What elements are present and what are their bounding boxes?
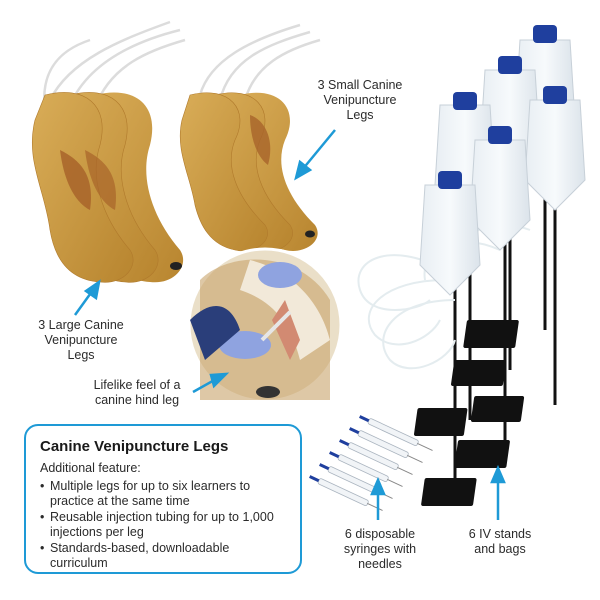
label-syringes-line2: syringes with [343,542,417,556]
label-large-legs-line3: Legs [67,348,95,362]
label-small-legs-line1: 3 Small Canine [317,78,403,92]
label-large-legs-line1: 3 Large Canine [38,318,124,332]
label-syringes-line1: 6 disposable [344,527,416,541]
label-lifelike-line2: canine hind leg [94,393,180,407]
syringes-image [309,415,433,511]
label-stands-line1: 6 IV stands [468,527,532,541]
arrow-lifelike-icon [192,372,230,394]
label-small-legs-line2: Venipuncture [323,93,397,107]
feature-item-1-line2: practice at the same time [50,494,190,508]
feature-item-1-line1: Multiple legs for up to six learners to [50,479,251,493]
arrow-stands-icon [490,464,506,520]
features-title: Canine Venipuncture Legs [40,438,229,455]
label-large-legs: 3 Large Canine Venipuncture Legs [28,318,134,363]
arrow-syringes-icon [370,476,386,520]
iv-bags [419,25,586,296]
label-small-legs-line3: Legs [346,108,374,122]
feature-item: Reusable injection tubing for up to 1,00… [40,510,286,540]
feature-item: Standards-based, downloadable curriculum [40,541,286,571]
large-legs-image [31,20,186,283]
iv-stands-image [357,25,586,506]
label-stands: 6 IV stands and bags [460,527,540,557]
small-leg-1 [179,92,268,252]
label-lifelike: Lifelike feel of a canine hind leg [78,378,196,408]
arrow-large-legs-icon [73,279,101,316]
label-syringes: 6 disposable syringes with needles [335,527,425,572]
feature-item: Multiple legs for up to six learners to … [40,479,286,509]
feature-item-2-line1: Reusable injection tubing for up to 1,00… [50,510,274,524]
label-lifelike-line1: Lifelike feel of a [93,378,181,392]
small-legs-image [179,23,321,252]
arrow-small-legs-icon [294,129,336,181]
features-list: Multiple legs for up to six learners to … [40,479,286,571]
label-syringes-line3: needles [358,557,402,571]
pointer-arrows [73,129,506,520]
injection-photo [187,247,343,403]
label-large-legs-line2: Venipuncture [44,333,118,347]
feature-item-3-line1: Standards-based, downloadable curriculum [50,541,230,570]
label-stands-line2: and bags [474,542,526,556]
feature-item-2-line2: injections per leg [50,525,144,539]
features-box: Canine Venipuncture Legs Additional feat… [24,424,302,574]
label-small-legs: 3 Small Canine Venipuncture Legs [312,78,408,123]
features-subtitle: Additional feature: [40,461,141,475]
